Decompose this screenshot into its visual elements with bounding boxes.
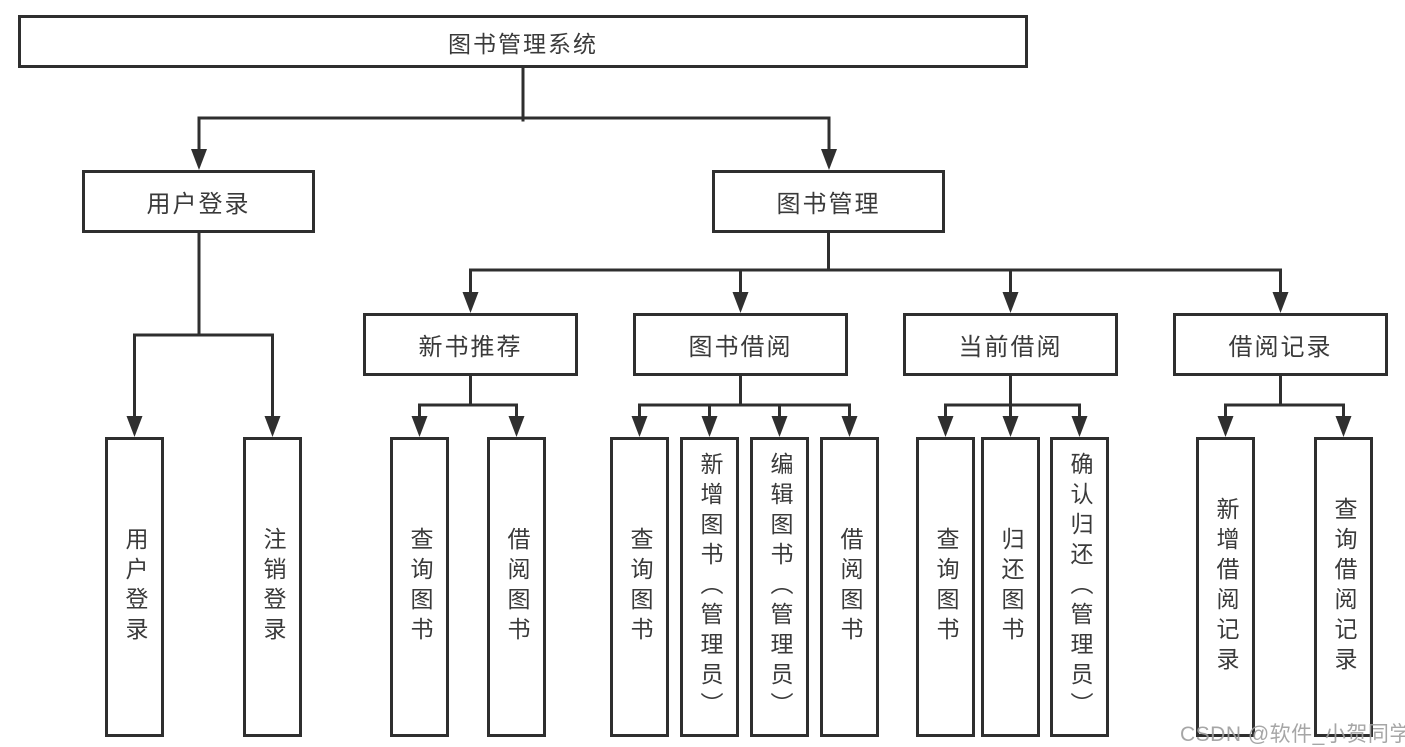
node-new-book-recommend-label: 新书推荐 (418, 334, 523, 361)
leaf-add-books-admin: 新增图书（管理员） (680, 437, 739, 737)
leaf-user-login: 用户登录 (105, 437, 164, 737)
leaf-recommend-borrow-books-label: 借阅图书 (504, 527, 530, 647)
leaf-query-borrow-record: 查询借阅记录 (1314, 437, 1373, 737)
node-borrow-records-label: 借阅记录 (1228, 334, 1333, 361)
leaf-query-borrow-record-label: 查询借阅记录 (1331, 497, 1357, 677)
csdn-watermark: CSDN @软件_小贺同学 (1180, 723, 1405, 746)
node-new-book-recommend: 新书推荐 (363, 313, 578, 376)
node-book-management-label: 图书管理 (776, 191, 881, 218)
node-book-borrow: 图书借阅 (633, 313, 848, 376)
leaf-logout: 注销登录 (243, 437, 302, 737)
leaf-recommend-query-books-label: 查询图书 (407, 527, 433, 647)
leaf-user-login-label: 用户登录 (122, 527, 148, 647)
leaf-borrow-books: 借阅图书 (820, 437, 879, 737)
node-user-login-label: 用户登录 (146, 191, 251, 218)
leaf-current-query-books-label: 查询图书 (933, 527, 959, 647)
leaf-recommend-borrow-books: 借阅图书 (487, 437, 546, 737)
leaf-add-borrow-record: 新增借阅记录 (1196, 437, 1255, 737)
leaf-borrow-query-books: 查询图书 (610, 437, 669, 737)
arrowheads (126, 149, 1352, 437)
leaf-current-query-books: 查询图书 (916, 437, 975, 737)
leaf-confirm-return-admin-label: 确认归还（管理员） (1067, 452, 1093, 722)
leaf-borrow-query-books-label: 查询图书 (627, 527, 653, 647)
leaf-recommend-query-books: 查询图书 (390, 437, 449, 737)
leaf-logout-label: 注销登录 (260, 527, 286, 647)
node-user-login: 用户登录 (82, 170, 315, 233)
node-root-system: 图书管理系统 (18, 15, 1028, 68)
leaf-add-books-admin-label: 新增图书（管理员） (697, 452, 723, 722)
leaf-return-books-label: 归还图书 (998, 527, 1024, 647)
node-root-label: 图书管理系统 (448, 30, 598, 57)
node-current-borrow: 当前借阅 (903, 313, 1118, 376)
node-book-borrow-label: 图书借阅 (688, 334, 793, 361)
leaf-confirm-return-admin: 确认归还（管理员） (1050, 437, 1109, 737)
node-book-management: 图书管理 (712, 170, 945, 233)
leaf-edit-books-admin: 编辑图书（管理员） (750, 437, 809, 737)
leaf-borrow-books-label: 借阅图书 (837, 527, 863, 647)
node-current-borrow-label: 当前借阅 (958, 334, 1063, 361)
node-borrow-records: 借阅记录 (1173, 313, 1388, 376)
leaf-return-books: 归还图书 (981, 437, 1040, 737)
leaf-edit-books-admin-label: 编辑图书（管理员） (767, 452, 793, 722)
leaf-add-borrow-record-label: 新增借阅记录 (1213, 497, 1239, 677)
